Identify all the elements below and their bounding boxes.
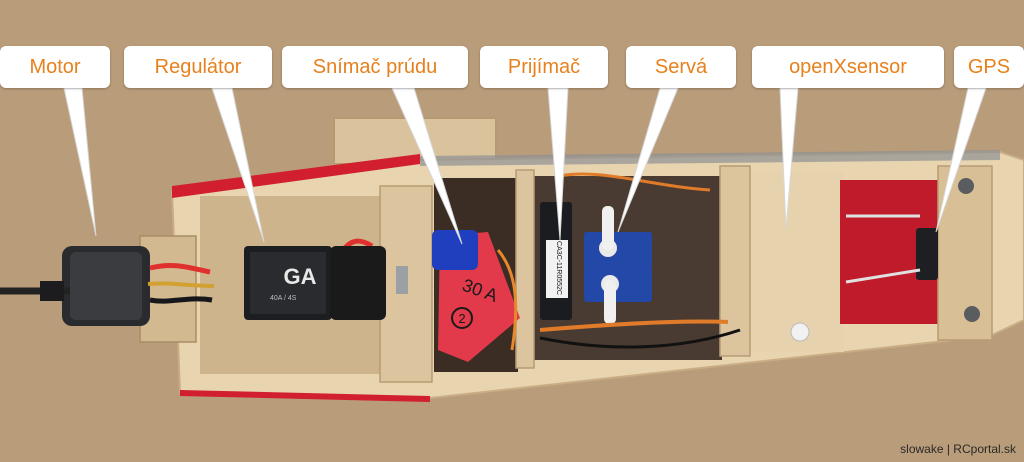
callout-openxsensor: openXsensor: [752, 46, 944, 88]
gps: [916, 228, 938, 280]
callout-gps: GPS: [954, 46, 1024, 88]
red-trim-top: [172, 154, 420, 198]
callout-current-sensor: Snímač prúdu: [282, 46, 468, 88]
callout-servos: Servá: [626, 46, 736, 88]
photo-credit: slowake | RCportal.sk: [900, 442, 1016, 456]
esc-brand-text: GA: [284, 264, 317, 289]
callout-receiver: Prijímač: [480, 46, 608, 88]
callout-motor: Motor: [0, 46, 110, 88]
esc-spec-text: 40A / 4S: [270, 295, 297, 302]
callout-regulator: Regulátor: [124, 46, 272, 88]
receiver-label-text: CA3C-11R0552C: [555, 241, 562, 295]
former-2: [515, 169, 535, 369]
former-3: [719, 165, 751, 357]
openxsensor-plate: [748, 172, 844, 352]
callout-pointers: [63, 87, 987, 245]
sensor-mark-text: 2: [458, 311, 465, 326]
servos: [584, 206, 652, 324]
motor: [0, 246, 150, 326]
red-trim-bottom: [180, 390, 430, 402]
current-sensor: 30 A 2: [432, 230, 520, 362]
receiver: CA3C-11R0552C: [540, 202, 572, 320]
esc: GA 40A / 4S: [244, 246, 332, 320]
